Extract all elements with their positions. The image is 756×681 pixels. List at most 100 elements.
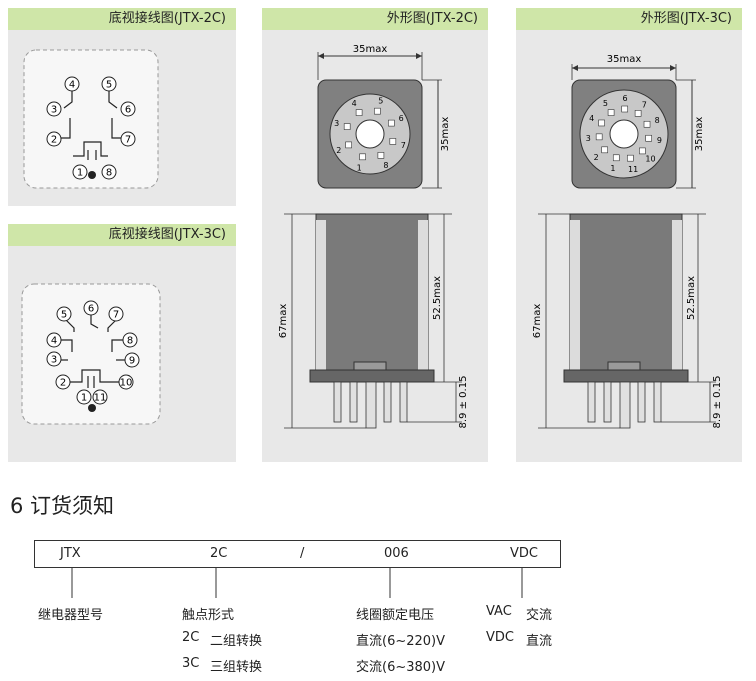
socket-pin xyxy=(634,110,642,117)
socket-pin xyxy=(595,133,603,141)
code-model: JTX xyxy=(60,546,81,561)
section-title: 6 订货须知 xyxy=(10,494,115,518)
pin-label: 8 xyxy=(127,336,133,347)
socket-pin-label: 6 xyxy=(399,114,404,123)
pin-8 xyxy=(101,164,117,180)
dim-body-height: 52.5max xyxy=(432,276,443,320)
code-type: VDC xyxy=(510,546,538,561)
contact-option-desc: 二组转换 xyxy=(210,634,263,649)
voltage-option: 直流(6~220)V xyxy=(356,634,446,649)
dim-depth: 35max xyxy=(694,117,705,152)
dim-depth: 35max xyxy=(440,117,451,152)
type-option-desc: 交流 xyxy=(526,608,553,623)
type-option-code: VDC xyxy=(486,630,514,645)
pin-2 xyxy=(55,374,71,390)
dim-width: 35max xyxy=(353,44,388,55)
socket-pin-label: 2 xyxy=(594,153,599,162)
socket-pin-label: 3 xyxy=(334,119,339,128)
socket-pin xyxy=(639,147,646,155)
dim-width: 35max xyxy=(607,54,642,65)
pin-label: 1 xyxy=(81,393,87,404)
pin-label: 4 xyxy=(69,80,75,91)
pin-label: 2 xyxy=(60,378,66,389)
socket-pin-label: 4 xyxy=(589,114,594,123)
socket-pin xyxy=(343,123,351,130)
socket-pin xyxy=(388,119,395,127)
socket-pin xyxy=(355,109,363,116)
pin-1 xyxy=(76,389,92,405)
socket-pin-label: 1 xyxy=(357,163,362,172)
pin-label: 11 xyxy=(94,393,107,404)
panel-title: 外形图(JTX-3C) xyxy=(516,8,742,30)
dim-total-height: 67max xyxy=(278,304,289,339)
socket-pin xyxy=(643,120,651,128)
socket-pin-label: 3 xyxy=(586,134,591,143)
socket-pin-label: 5 xyxy=(603,99,608,108)
pin-label: 10 xyxy=(120,378,133,389)
label-voltage: 线圈额定电压 xyxy=(356,608,435,623)
socket-pin-label: 1 xyxy=(610,164,615,173)
code-contact: 2C xyxy=(210,546,228,561)
pin-3 xyxy=(46,351,62,367)
socket-pin xyxy=(389,138,397,145)
socket-pin xyxy=(374,107,381,115)
pin-label: 3 xyxy=(51,105,57,116)
panel-title: 底视接线图(JTX-3C) xyxy=(8,224,236,246)
voltage-option: 交流(6~380)V xyxy=(356,660,446,675)
pin-label: 9 xyxy=(129,356,135,367)
pin-label: 1 xyxy=(77,168,83,179)
pin-7 xyxy=(108,306,124,322)
pin-8 xyxy=(122,332,138,348)
pin-6 xyxy=(120,101,136,117)
socket-pin xyxy=(598,119,605,127)
socket-pin xyxy=(601,146,608,154)
pin-label: 5 xyxy=(61,310,67,321)
dim-total-height: 67max xyxy=(532,304,543,339)
dim-pin-length: 8.9 ± 0.15 xyxy=(458,376,469,429)
socket-pin-label: 8 xyxy=(655,116,660,125)
dim-pin-length: 8.9 ± 0.15 xyxy=(712,376,723,429)
socket-pin xyxy=(645,134,652,142)
socket-pin xyxy=(621,105,629,113)
socket-pin xyxy=(377,152,385,159)
pin-2 xyxy=(46,131,62,147)
type-option-desc: 直流 xyxy=(526,634,553,649)
socket-pin-label: 11 xyxy=(628,165,638,174)
socket-pin xyxy=(607,109,615,116)
pin-label: 6 xyxy=(88,304,94,315)
code-separator: / xyxy=(300,546,305,561)
contact-option-code: 2C xyxy=(182,630,200,645)
pin-label: 4 xyxy=(51,336,57,347)
label-contact: 触点形式 xyxy=(182,608,235,623)
contact-option-code: 3C xyxy=(182,656,200,671)
code-voltage: 006 xyxy=(384,546,409,561)
pin-label: 7 xyxy=(113,310,119,321)
pin-3 xyxy=(46,101,62,117)
socket-pin-label: 7 xyxy=(642,100,647,109)
order-code-box xyxy=(34,540,561,568)
pin-label: 8 xyxy=(106,168,112,179)
pin-11 xyxy=(92,389,108,405)
socket-pin xyxy=(612,154,620,162)
pin-6 xyxy=(83,300,99,316)
code-leader-lines xyxy=(71,568,523,598)
pin-label: 6 xyxy=(125,105,131,116)
dim-body-height: 52.5max xyxy=(686,276,697,320)
pin-5 xyxy=(56,306,72,322)
socket-pin xyxy=(359,153,366,161)
pin-label: 7 xyxy=(125,135,131,146)
socket-pin xyxy=(345,141,352,149)
pin-5 xyxy=(101,76,117,92)
type-option-code: VAC xyxy=(486,604,512,619)
pin-1 xyxy=(72,164,88,180)
